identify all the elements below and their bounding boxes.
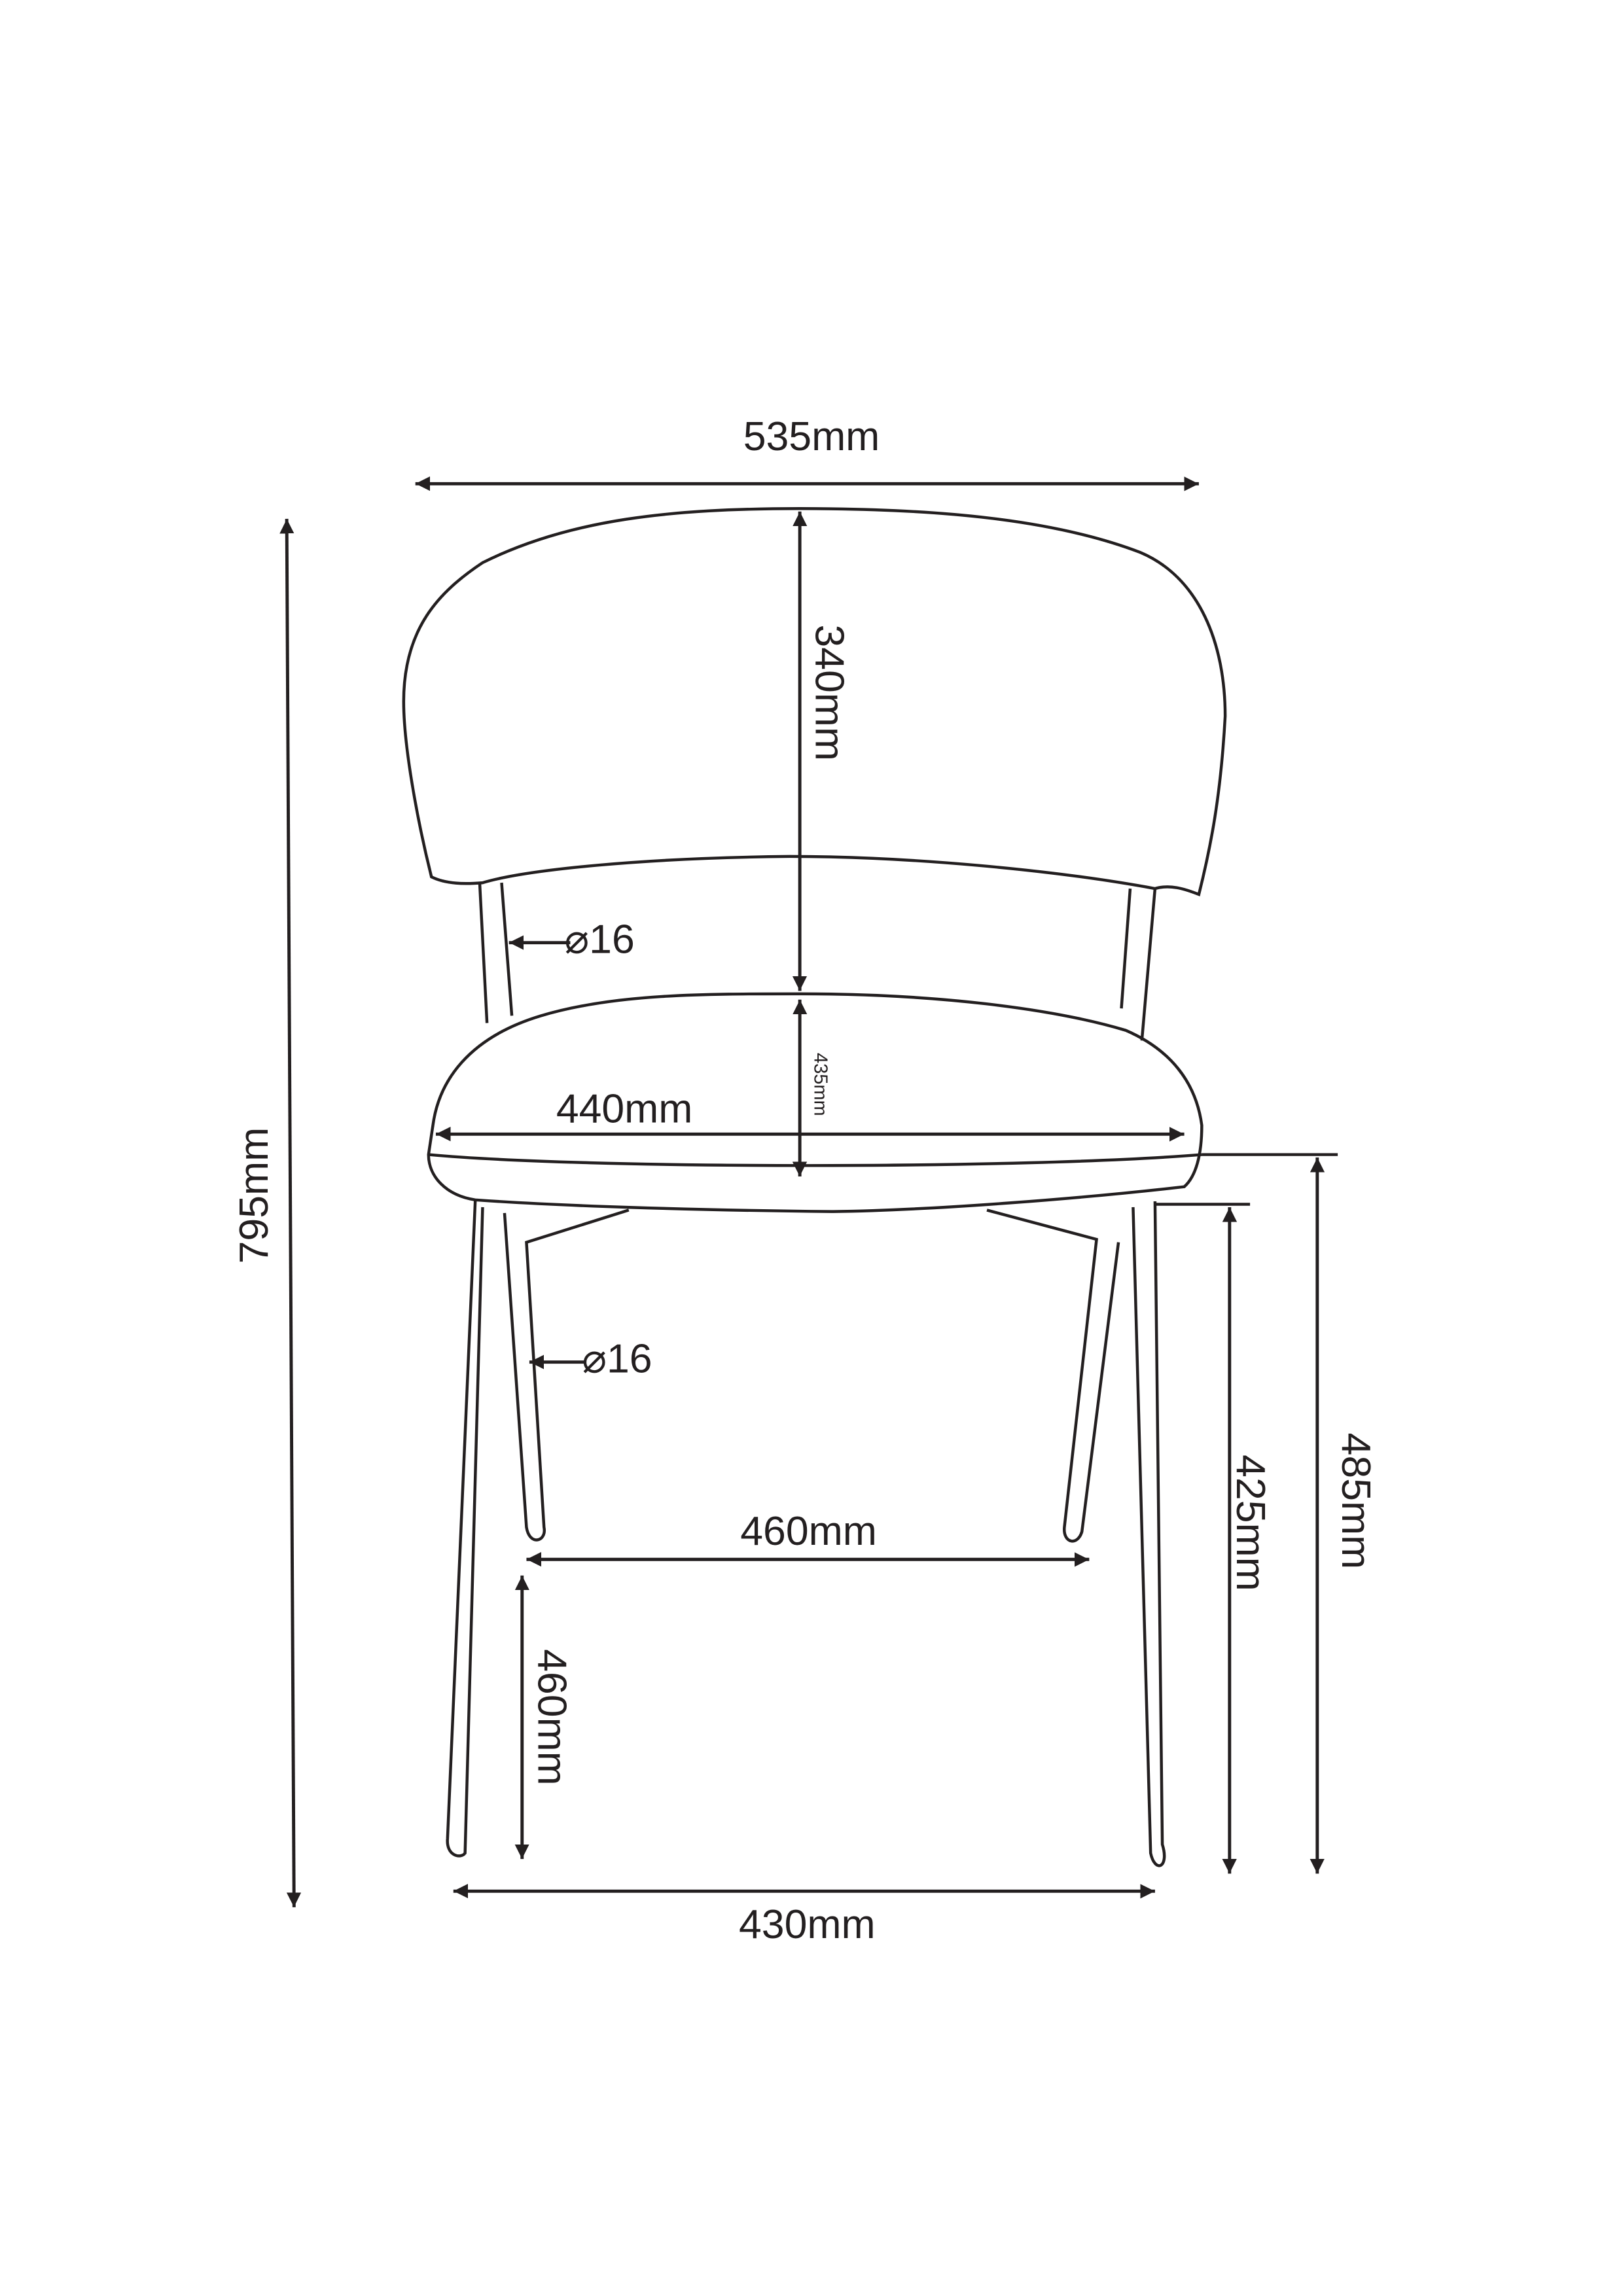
tube-diameter-top-label: ⌀16 xyxy=(565,916,635,962)
backrest-height-label: 340mm xyxy=(807,624,853,761)
seat-width-label: 440mm xyxy=(556,1086,693,1131)
tube-diameter-bottom-label: ⌀16 xyxy=(582,1335,652,1381)
front-leg-left xyxy=(446,1199,484,1858)
total-height-label: 795mm xyxy=(231,1127,277,1264)
rear-leg-left xyxy=(503,1209,630,1542)
back-tube-right xyxy=(1120,888,1157,1041)
seat xyxy=(427,992,1204,1213)
leg-height-label: 425mm xyxy=(1228,1455,1274,1591)
backrest xyxy=(402,507,1227,896)
inner-leg-span-label: 460mm xyxy=(740,1508,877,1554)
foot-height-label: 460mm xyxy=(529,1649,575,1786)
front-leg-right xyxy=(1132,1201,1166,1867)
back-tube-left xyxy=(478,882,514,1023)
dimension-lines xyxy=(287,484,1338,1907)
backrest-width-label: 535mm xyxy=(743,414,880,459)
rear-leg-right xyxy=(986,1209,1120,1543)
base-width-label: 430mm xyxy=(739,1901,876,1947)
seat-thickness-label: 435mm xyxy=(810,1053,830,1116)
seat-height-label: 485mm xyxy=(1333,1433,1379,1570)
